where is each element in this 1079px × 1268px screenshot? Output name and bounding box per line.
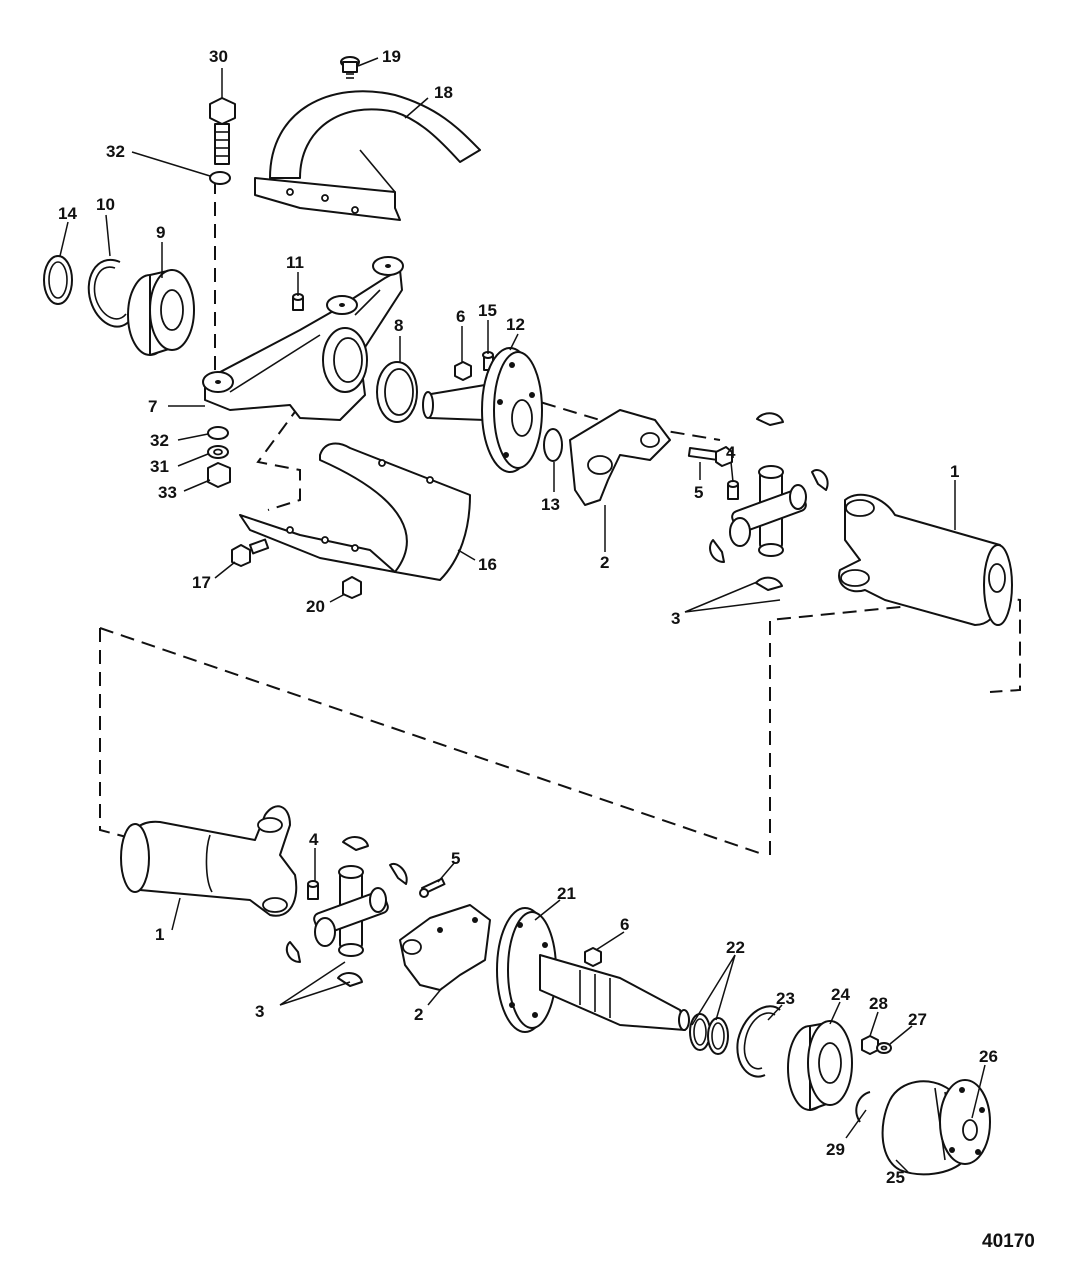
callout-18: 18 xyxy=(434,83,453,102)
callout-5: 5 xyxy=(451,849,460,868)
part-6-nut-upper xyxy=(454,361,472,381)
part-4-grease-fitting-upper xyxy=(727,480,739,500)
callout-21: 21 xyxy=(557,884,576,903)
part-19-bolt xyxy=(340,56,360,79)
part-22-o-rings xyxy=(689,1013,729,1055)
part-16-lower-shroud xyxy=(239,442,471,581)
callout-29: 29 xyxy=(826,1140,845,1159)
callout-5: 5 xyxy=(694,483,703,502)
part-5-bolt-lower xyxy=(419,877,446,898)
callout-10: 10 xyxy=(96,195,115,214)
part-28-nut xyxy=(861,1035,879,1055)
part-9-bearing xyxy=(127,269,195,356)
callout-17: 17 xyxy=(192,573,211,592)
callout-26: 26 xyxy=(979,1047,998,1066)
callout-32: 32 xyxy=(150,431,169,450)
callout-23: 23 xyxy=(776,989,795,1008)
callout-12: 12 xyxy=(506,315,525,334)
part-2-yoke-upper xyxy=(569,409,671,506)
part-32-washer-upper xyxy=(209,171,231,185)
part-1-driveshaft-upper xyxy=(838,493,1013,626)
callout-11: 11 xyxy=(286,253,304,272)
part-u-joint-cross-upper xyxy=(729,465,807,557)
callout-6: 6 xyxy=(620,915,629,934)
part-12-flange-shaft xyxy=(422,347,543,473)
part-13-o-ring xyxy=(543,428,563,462)
part-1-driveshaft-lower xyxy=(120,805,298,917)
part-6-nut-lower xyxy=(584,947,602,967)
callout-20: 20 xyxy=(306,597,325,616)
part-8-seal xyxy=(376,361,418,423)
callout-15: 15 xyxy=(478,301,497,320)
callout-30: 30 xyxy=(209,47,228,66)
callout-labels: 30 19 18 32 14 10 9 11 8 6 15 12 7 32 31… xyxy=(58,47,998,1187)
callout-8: 8 xyxy=(394,316,403,335)
callout-16: 16 xyxy=(478,555,497,574)
callout-14: 14 xyxy=(58,204,77,223)
callout-4: 4 xyxy=(309,830,319,849)
part-23-retaining-ring xyxy=(736,1005,781,1078)
callout-24: 24 xyxy=(831,985,850,1004)
callout-7: 7 xyxy=(148,397,157,416)
callout-3: 3 xyxy=(671,609,680,628)
part-20-nut xyxy=(342,576,362,599)
part-3-clips-lower xyxy=(285,836,408,987)
callout-3: 3 xyxy=(255,1002,264,1021)
part-24-bearing xyxy=(787,1020,853,1111)
callout-4: 4 xyxy=(726,443,736,462)
callout-22: 22 xyxy=(726,938,745,957)
callout-6: 6 xyxy=(456,307,465,326)
part-5-bolt-upper xyxy=(687,446,733,467)
part-33-nut xyxy=(207,462,231,488)
figure-number: 40170 xyxy=(982,1231,1035,1252)
callout-31: 31 xyxy=(150,457,169,476)
callout-27: 27 xyxy=(908,1010,927,1029)
callout-19: 19 xyxy=(382,47,401,66)
callout-25: 25 xyxy=(886,1168,905,1187)
part-29-snap-ring xyxy=(855,1091,871,1123)
part-4-grease-fitting-lower xyxy=(307,880,319,900)
part-21-spline-shaft xyxy=(496,907,690,1033)
part-17-bolt xyxy=(231,538,270,567)
part-10-retaining-ring xyxy=(87,259,133,328)
part-14-snap-ring xyxy=(43,255,73,305)
callout-2: 2 xyxy=(600,553,609,572)
callout-32: 32 xyxy=(106,142,125,161)
callout-28: 28 xyxy=(869,994,888,1013)
part-30-bolt xyxy=(209,97,236,165)
part-27-washer xyxy=(876,1042,892,1054)
part-11-grease-fitting xyxy=(292,293,304,311)
callout-33: 33 xyxy=(158,483,177,502)
part-7-mounting-bracket xyxy=(202,256,404,421)
callout-1: 1 xyxy=(155,925,164,944)
part-2-yoke-lower xyxy=(399,904,491,991)
part-u-joint-cross-lower xyxy=(313,865,389,957)
part-32-washer-lower xyxy=(207,426,229,440)
part-26-hub xyxy=(939,1079,991,1165)
callout-9: 9 xyxy=(156,223,165,242)
callout-13: 13 xyxy=(541,495,560,514)
part-31-lock-washer xyxy=(207,445,229,459)
leader-lines xyxy=(59,57,986,1173)
part-18-upper-shroud xyxy=(254,90,481,221)
callout-1: 1 xyxy=(950,462,959,481)
part-3-clips-upper xyxy=(709,412,829,591)
callout-2: 2 xyxy=(414,1005,423,1024)
